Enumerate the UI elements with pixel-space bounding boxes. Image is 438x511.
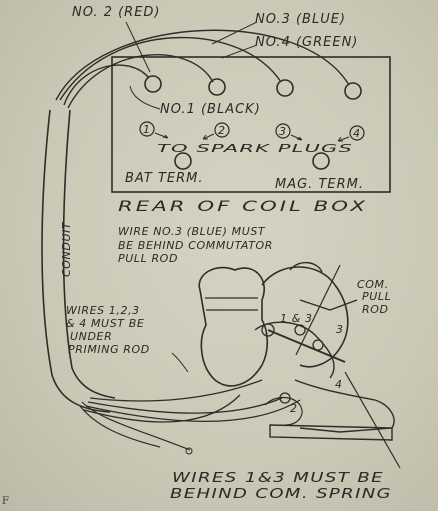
wire-1 bbox=[67, 54, 214, 109]
priming-note-line-4: PRIMING ROD bbox=[68, 343, 150, 356]
terminal-post-4 bbox=[344, 82, 362, 100]
priming-note-line-2: & 4 MUST BE bbox=[66, 317, 144, 330]
plug-number-3: 3 bbox=[279, 125, 287, 138]
engine-wire-number-1-3: 1 & 3 bbox=[280, 312, 313, 325]
engine-wire-number-4: 4 bbox=[335, 378, 343, 391]
coil-box-outline bbox=[111, 56, 391, 193]
com-pull-rod-line-3: ROD bbox=[362, 303, 389, 316]
engine-wire-number-2: 2 bbox=[290, 402, 298, 415]
bat-terminal-post bbox=[174, 152, 192, 170]
priming-note-line-3: UNDER bbox=[70, 330, 112, 343]
plug-circle-2 bbox=[214, 122, 230, 138]
figure-caption-fragment: F bbox=[2, 496, 9, 507]
wire-2 bbox=[63, 64, 150, 106]
commutator-note-line-2: BE BEHIND COMMUTATOR bbox=[118, 239, 273, 252]
engine-commutator-assembly bbox=[198, 262, 401, 469]
plug-circle-3 bbox=[275, 123, 291, 139]
wire-no2-label: NO. 2 (RED) bbox=[72, 5, 161, 20]
commutator-note-line-1: WIRE NO.3 (BLUE) MUST bbox=[118, 225, 266, 238]
plug-number-2: 2 bbox=[218, 124, 226, 137]
terminal-post-2 bbox=[144, 75, 162, 93]
plug-circle-4 bbox=[349, 125, 365, 141]
plug-circle-1 bbox=[139, 121, 155, 137]
conduit-outline-left bbox=[41, 109, 111, 413]
rear-of-coil-box-label: REAR OF COIL BOX bbox=[118, 199, 368, 215]
mag-terminal-post bbox=[312, 152, 330, 170]
wire-no3-label: NO.3 (BLUE) bbox=[255, 12, 346, 27]
to-spark-plugs-label: TO SPARK PLUGS bbox=[157, 142, 353, 155]
spring-note-line-1: WIRES 1&3 MUST BE bbox=[172, 471, 384, 486]
com-pull-rod-line-1: COM. bbox=[357, 278, 389, 291]
commutator-note-line-3: PULL ROD bbox=[118, 252, 178, 265]
bat-term-label: BAT TERM. bbox=[125, 171, 203, 186]
terminal-post-1 bbox=[208, 78, 226, 96]
wire-no1-label: NO.1 (BLACK) bbox=[160, 102, 261, 117]
terminal-post-3 bbox=[276, 79, 294, 97]
com-pull-rod-line-2: PULL bbox=[362, 290, 391, 303]
wire-4 bbox=[55, 29, 350, 101]
spring-note-line-2: BEHIND COM. SPRING bbox=[170, 487, 392, 502]
wire-no4-label: NO.4 (GREEN) bbox=[255, 35, 358, 50]
conduit-label: CONDUIT bbox=[60, 221, 73, 277]
engine-wire-number-3: 3 bbox=[336, 323, 344, 336]
priming-note-line-1: WIRES 1,2,3 bbox=[66, 304, 140, 317]
mag-term-label: MAG. TERM. bbox=[275, 177, 364, 192]
wire-3 bbox=[59, 36, 282, 101]
plug-number-4: 4 bbox=[353, 127, 361, 140]
conduit-outline-right bbox=[62, 109, 116, 399]
plug-number-1: 1 bbox=[143, 123, 151, 136]
